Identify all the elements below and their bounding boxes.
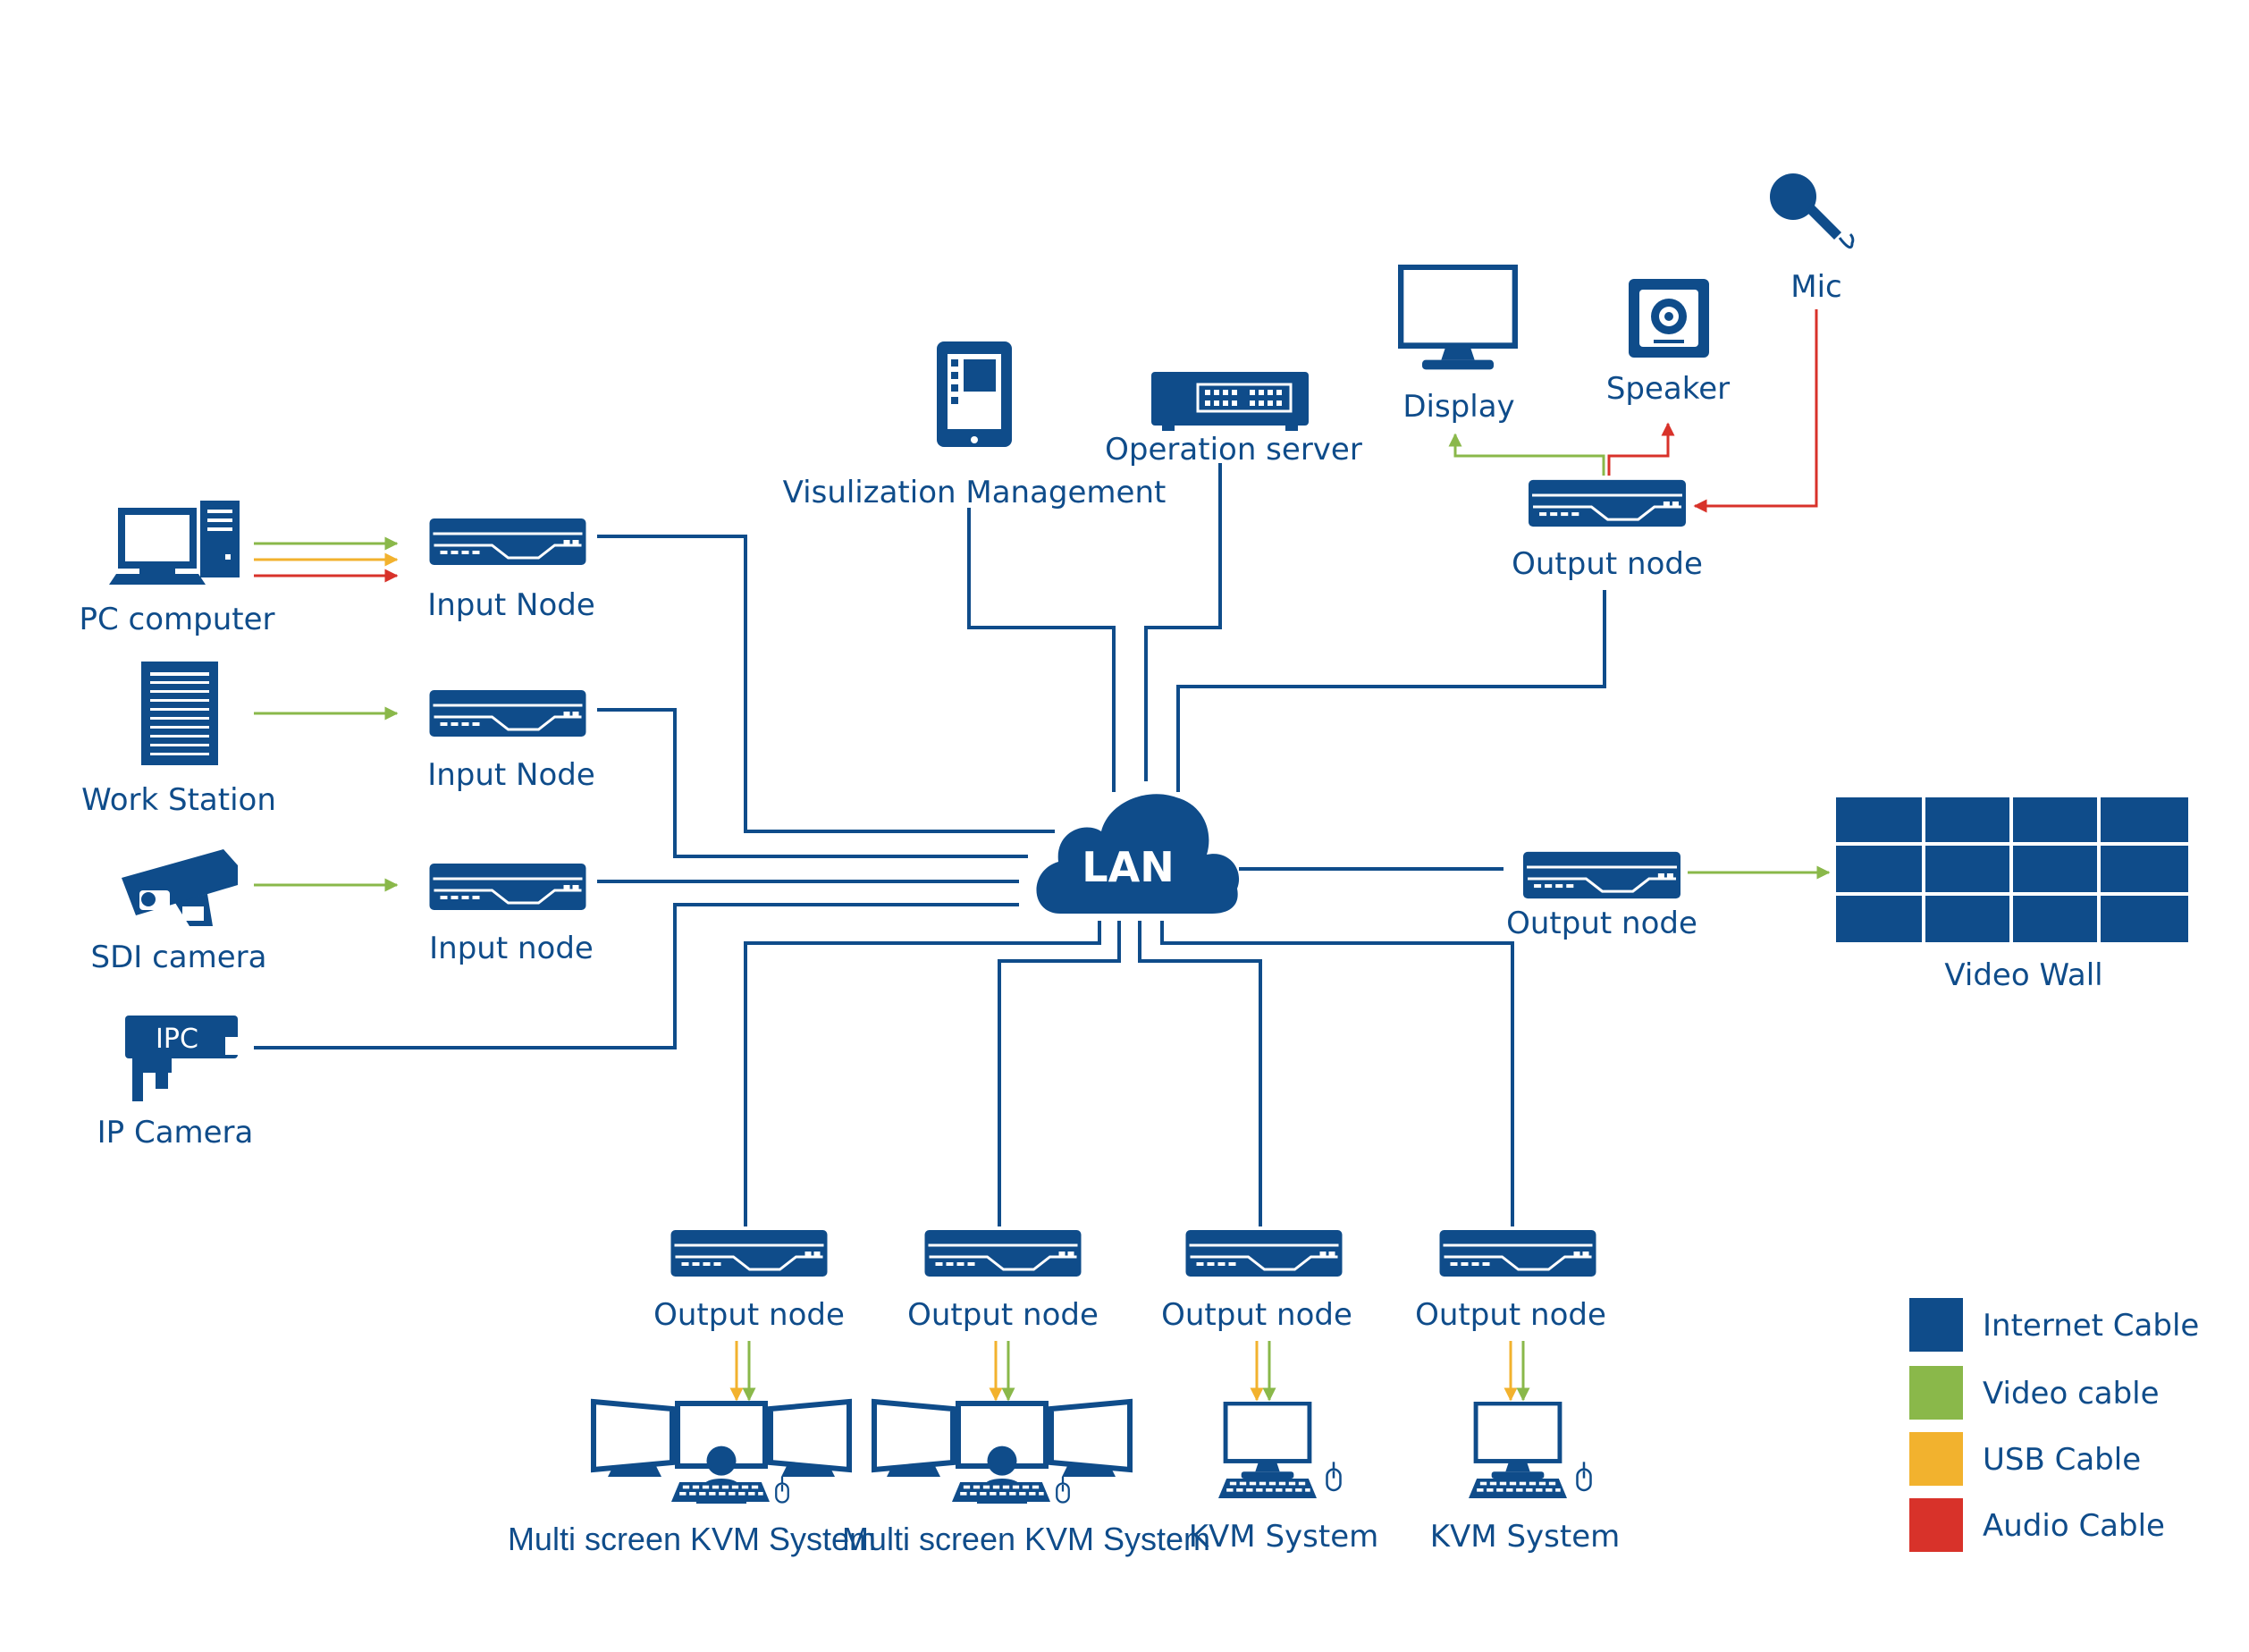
legend: Internet Cable Video cable USB Cable Aud… <box>1909 1298 2199 1552</box>
lan-cloud: LAN <box>1036 794 1240 914</box>
kvm-system-2-icon <box>1469 1403 1592 1498</box>
microphone-icon <box>1770 173 1855 249</box>
display-icon <box>1401 267 1515 370</box>
legend-label-usb: USB Cable <box>1983 1442 2141 1478</box>
operation-server-label: Operation server <box>1105 432 1362 468</box>
output-node-1-icon <box>670 1230 828 1277</box>
output-node-2-label: Output node <box>907 1297 1099 1333</box>
video-wall-label: Video Wall <box>1944 957 2102 993</box>
kvm-system-1-icon <box>1218 1403 1342 1498</box>
output-node-4-icon <box>1439 1230 1596 1277</box>
visualization-management-label: Visulization Management <box>783 475 1167 510</box>
output-node-2-icon <box>924 1230 1082 1277</box>
input-node-3-label: Input node <box>429 931 594 966</box>
work-station-label: Work Station <box>81 782 276 818</box>
mic-label: Mic <box>1790 269 1841 305</box>
multi-screen-kvm-2-label: Multi screen KVM System <box>842 1521 1210 1557</box>
legend-label-audio: Audio Cable <box>1983 1508 2165 1544</box>
ip-camera-badge: IPC <box>156 1024 198 1055</box>
output-node-1-label: Output node <box>653 1297 845 1333</box>
video-wall-icon <box>1836 797 2188 942</box>
operation-server-icon <box>1151 372 1309 431</box>
output-node-top-icon <box>1529 479 1686 527</box>
input-node-3-icon <box>429 864 586 910</box>
legend-swatch-video <box>1909 1366 1963 1420</box>
sdi-camera-label: SDI camera <box>91 940 267 975</box>
pc-computer-icon <box>109 501 240 585</box>
sdi-camera-icon <box>122 849 238 926</box>
output-node-3-icon <box>1185 1230 1343 1277</box>
kvm-system-1-label: KVM System <box>1189 1519 1378 1555</box>
output-node-top-label: Output node <box>1512 546 1703 582</box>
internet-cables <box>254 463 1606 1226</box>
tablet-icon <box>937 341 1012 447</box>
legend-swatch-audio <box>1909 1498 1963 1552</box>
legend-swatch-internet <box>1909 1298 1963 1352</box>
output-node-3-label: Output node <box>1161 1297 1352 1333</box>
input-node-2-icon <box>429 690 586 737</box>
multi-screen-kvm-1-label: Multi screen KVM System <box>508 1521 876 1557</box>
kvm-system-2-label: KVM System <box>1430 1519 1620 1555</box>
ip-camera-label: IP Camera <box>97 1115 254 1150</box>
speaker-icon <box>1629 279 1709 358</box>
legend-label-video: Video cable <box>1983 1376 2160 1412</box>
output-node-4-label: Output node <box>1415 1297 1606 1333</box>
multi-screen-kvm-1-icon <box>591 1398 852 1504</box>
lan-label: LAN <box>1082 843 1174 891</box>
speaker-label: Speaker <box>1606 371 1730 407</box>
pc-computer-label: PC computer <box>79 602 274 637</box>
input-node-2-label: Input Node <box>427 757 595 793</box>
output-node-videowall-label: Output node <box>1506 906 1697 941</box>
legend-swatch-usb <box>1909 1432 1963 1486</box>
work-station-icon <box>141 662 218 765</box>
input-node-1-icon <box>429 518 586 565</box>
input-node-1-label: Input Node <box>427 587 595 623</box>
ip-camera-icon <box>125 1016 240 1101</box>
legend-label-internet: Internet Cable <box>1983 1308 2199 1344</box>
multi-screen-kvm-2-icon <box>872 1398 1133 1504</box>
output-node-videowall-icon <box>1523 851 1680 899</box>
display-label: Display <box>1402 389 1514 425</box>
